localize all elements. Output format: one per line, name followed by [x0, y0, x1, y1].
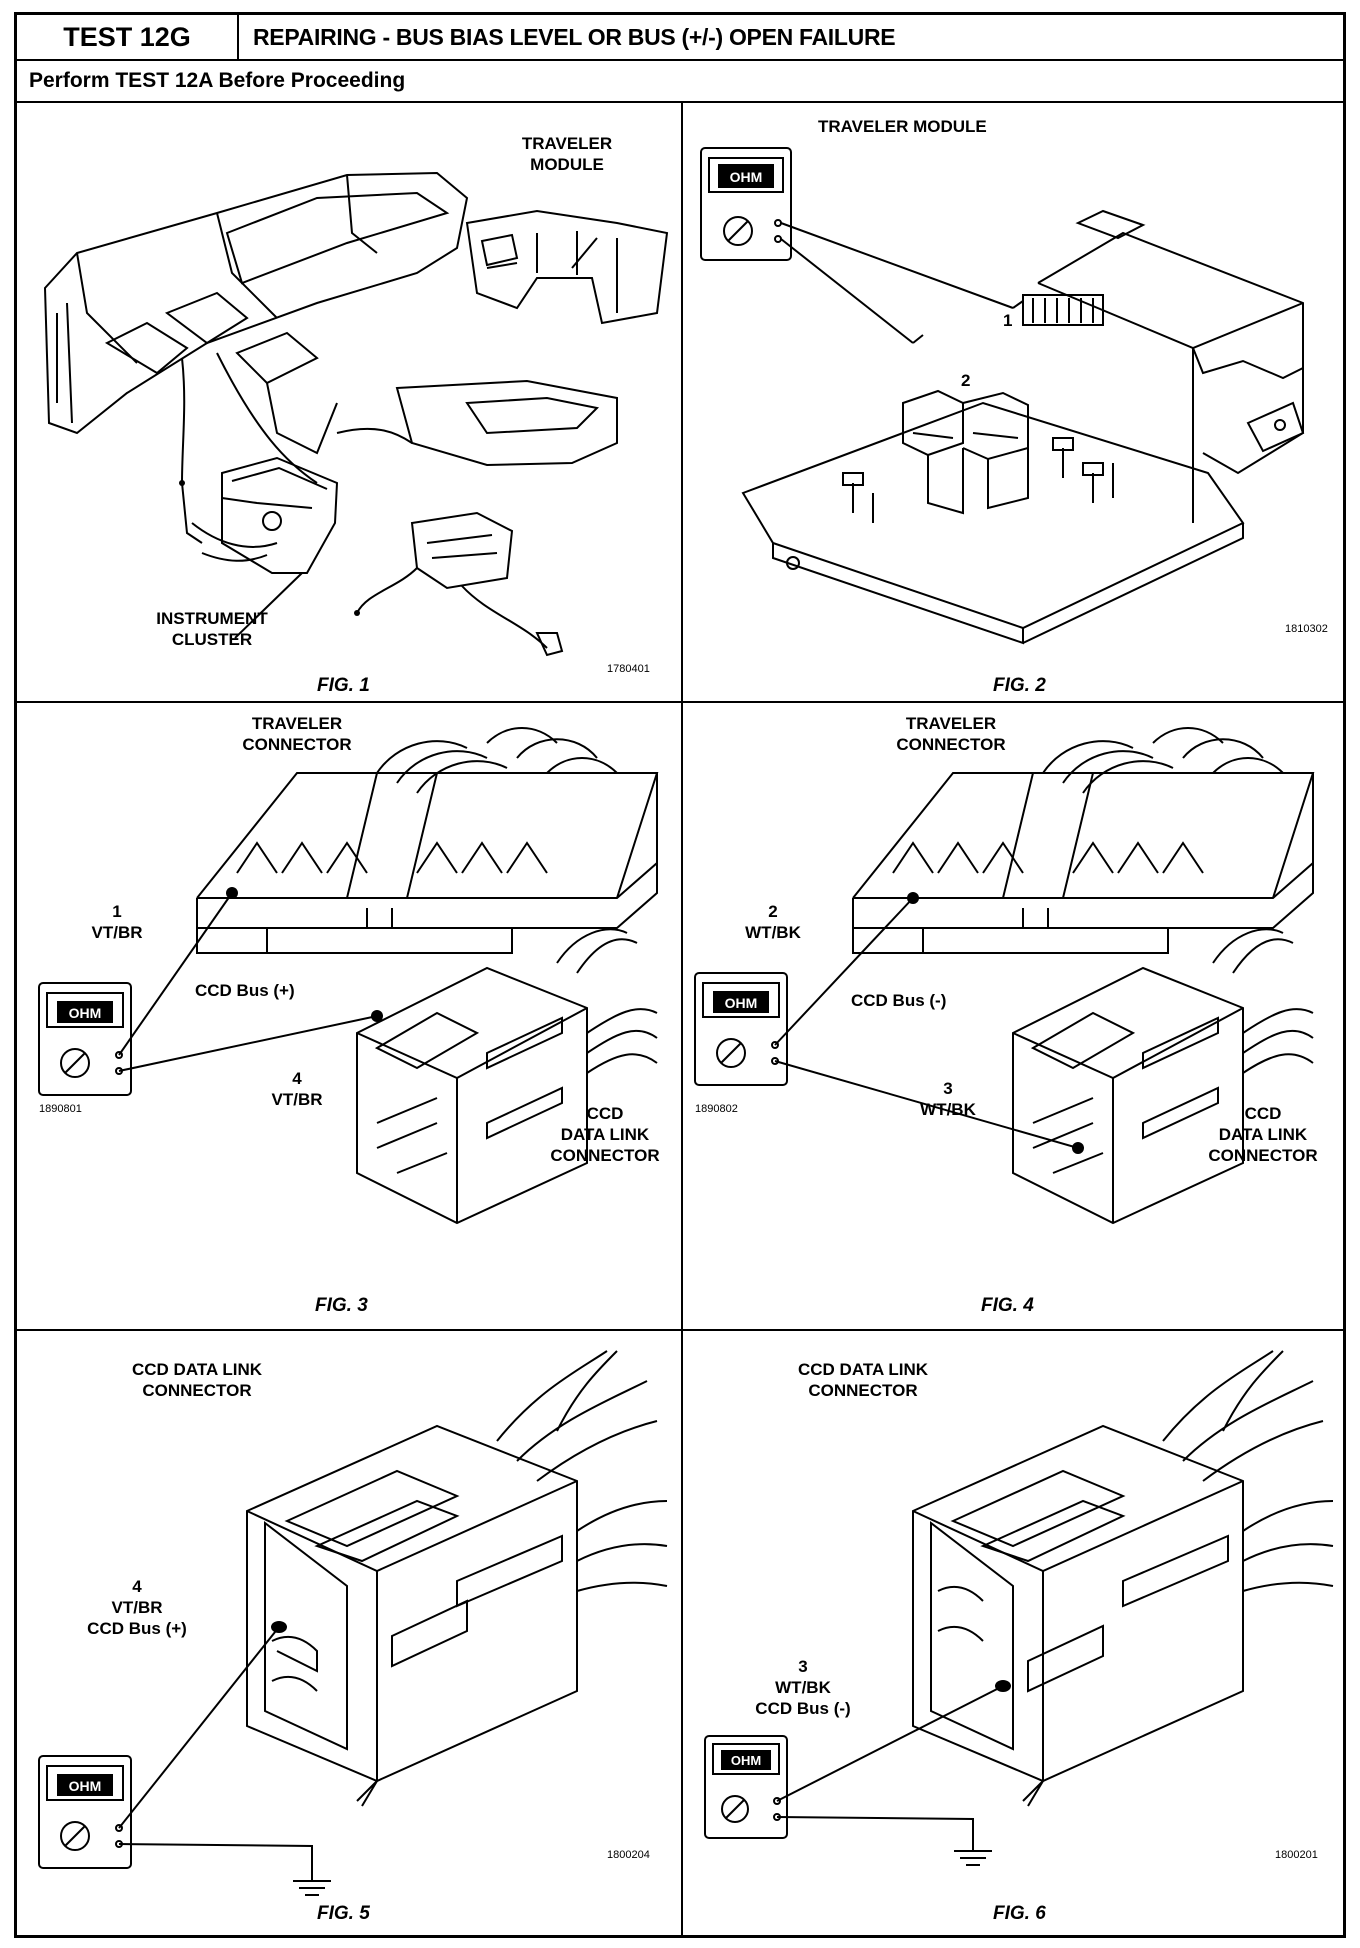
label-ccd-data-link-5-text: CCD DATA LINK CONNECTOR	[132, 1360, 262, 1400]
label-ccd-pin-3: 3 WT/BK	[908, 1078, 988, 1120]
label-pin-vtbr-1: 1 VT/BR	[77, 901, 157, 943]
header-bar: TEST 12G REPAIRING - BUS BIAS LEVEL OR B…	[17, 15, 1343, 61]
label-pin-wtbk-2-text: 2 WT/BK	[745, 902, 801, 942]
traveler-ccd-connector-illustration-4: OHM	[694, 727, 1315, 1225]
label-pin-2: 2	[961, 371, 971, 390]
label-pin-3-bus-minus: 3 WT/BK CCD Bus (-)	[743, 1656, 863, 1719]
label-traveler-connector-3-text: TRAVELER CONNECTOR	[242, 714, 352, 754]
grid-divider-row1	[17, 701, 1343, 703]
figure-6-panel: OHM CCD DATA LINK CONNECTOR 3 WT/BK CCD …	[683, 1331, 1349, 1935]
figure-6-code: 1800201	[1275, 1849, 1318, 1861]
label-pin-3-bus-minus-text: 3 WT/BK CCD Bus (-)	[755, 1657, 851, 1718]
figure-2-panel: OHM TRAVELER MODULE 1 2 1810302 FIG. 2	[683, 103, 1349, 701]
figure-3-panel: OHM TRAVELER CONNECTOR 1 VT/BR CCD Bus (…	[17, 703, 681, 1329]
meter-display-3: OHM	[69, 1005, 102, 1021]
label-ccd-pin-3-text: 3 WT/BK	[920, 1079, 976, 1119]
figure-3-caption: FIG. 3	[315, 1295, 368, 1316]
label-pin-wtbk-2: 2 WT/BK	[733, 901, 813, 943]
figure-6-caption: FIG. 6	[993, 1903, 1046, 1924]
ccd-connector-ground-test-illustration: OHM	[38, 1350, 668, 1896]
label-instrument-cluster-text: INSTRUMENT CLUSTER	[156, 609, 268, 649]
label-traveler-module-title: TRAVELER MODULE	[818, 117, 987, 136]
traveler-ccd-connector-illustration: OHM	[38, 727, 659, 1225]
figure-3-code: 1890801	[39, 1103, 82, 1115]
label-instrument-cluster: INSTRUMENT CLUSTER	[127, 608, 297, 650]
test-sheet: TEST 12G REPAIRING - BUS BIAS LEVEL OR B…	[14, 12, 1346, 1938]
label-pin-1: 1	[1003, 311, 1013, 330]
figure-2-caption: FIG. 2	[993, 675, 1046, 696]
label-ccd-bus-minus: CCD Bus (-)	[851, 991, 947, 1010]
figure-2-code: 1810302	[1285, 623, 1328, 635]
figure-1-code: 1780401	[607, 663, 650, 675]
figure-5-panel: OHM CCD DATA LINK CONNECTOR 4 VT/BR CCD …	[17, 1331, 681, 1935]
label-ccd-data-link-4: CCD DATA LINK CONNECTOR	[1193, 1103, 1333, 1166]
test-title: REPAIRING - BUS BIAS LEVEL OR BUS (+/-) …	[253, 23, 896, 50]
figure-4-panel: OHM TRAVELER CONNECTOR 2 WT/BK CCD Bus (…	[683, 703, 1349, 1329]
label-traveler-connector-3: TRAVELER CONNECTOR	[217, 713, 377, 755]
traveler-module-illustration: OHM	[700, 147, 1305, 645]
label-traveler-connector-4: TRAVELER CONNECTOR	[871, 713, 1031, 755]
label-traveler-module-text: TRAVELER MODULE	[521, 134, 613, 174]
label-pin-4-bus-plus: 4 VT/BR CCD Bus (+)	[77, 1576, 197, 1639]
label-traveler-connector-4-text: TRAVELER CONNECTOR	[896, 714, 1006, 754]
label-ccd-pin-4: 4 VT/BR	[257, 1068, 337, 1110]
label-ccd-data-link-6: CCD DATA LINK CONNECTOR	[773, 1359, 953, 1401]
label-pin-4-bus-plus-text: 4 VT/BR CCD Bus (+)	[87, 1577, 187, 1638]
label-traveler-module: TRAVELER MODULE	[507, 133, 627, 175]
figure-4-caption: FIG. 4	[981, 1295, 1034, 1316]
meter-display-5: OHM	[69, 1778, 102, 1794]
meter-display-4: OHM	[725, 995, 758, 1011]
label-pin-vtbr-1-text: 1 VT/BR	[91, 902, 143, 942]
meter-display-2: OHM	[730, 169, 763, 185]
figure-1-caption: FIG. 1	[317, 675, 370, 696]
dashboard-illustration	[43, 171, 669, 657]
meter-display-6: OHM	[731, 1753, 761, 1768]
label-ccd-data-link-3-text: CCD DATA LINK CONNECTOR	[550, 1104, 660, 1165]
figure-grid: TRAVELER MODULE INSTRUMENT CLUSTER 17804…	[17, 103, 1343, 1935]
figure-5-code: 1800204	[607, 1849, 650, 1861]
label-ccd-data-link-6-text: CCD DATA LINK CONNECTOR	[798, 1360, 928, 1400]
label-ccd-pin-4-text: 4 VT/BR	[271, 1069, 323, 1109]
ccd-connector-ground-test-illustration-6: OHM	[704, 1350, 1334, 1866]
subheader-bar: Perform TEST 12A Before Proceeding	[17, 61, 1343, 103]
figure-4-code: 1890802	[695, 1103, 738, 1115]
figure-5-caption: FIG. 5	[317, 1903, 370, 1924]
label-ccd-data-link-4-text: CCD DATA LINK CONNECTOR	[1208, 1104, 1318, 1165]
test-id: TEST 12G	[17, 15, 239, 59]
figure-1-panel: TRAVELER MODULE INSTRUMENT CLUSTER 17804…	[17, 103, 681, 701]
label-ccd-data-link-5: CCD DATA LINK CONNECTOR	[107, 1359, 287, 1401]
grid-divider-vertical	[681, 103, 683, 1935]
label-ccd-bus-plus: CCD Bus (+)	[195, 981, 295, 1000]
label-ccd-data-link-3: CCD DATA LINK CONNECTOR	[535, 1103, 675, 1166]
test-subtitle: Perform TEST 12A Before Proceeding	[29, 69, 406, 92]
grid-divider-row2	[17, 1329, 1343, 1331]
